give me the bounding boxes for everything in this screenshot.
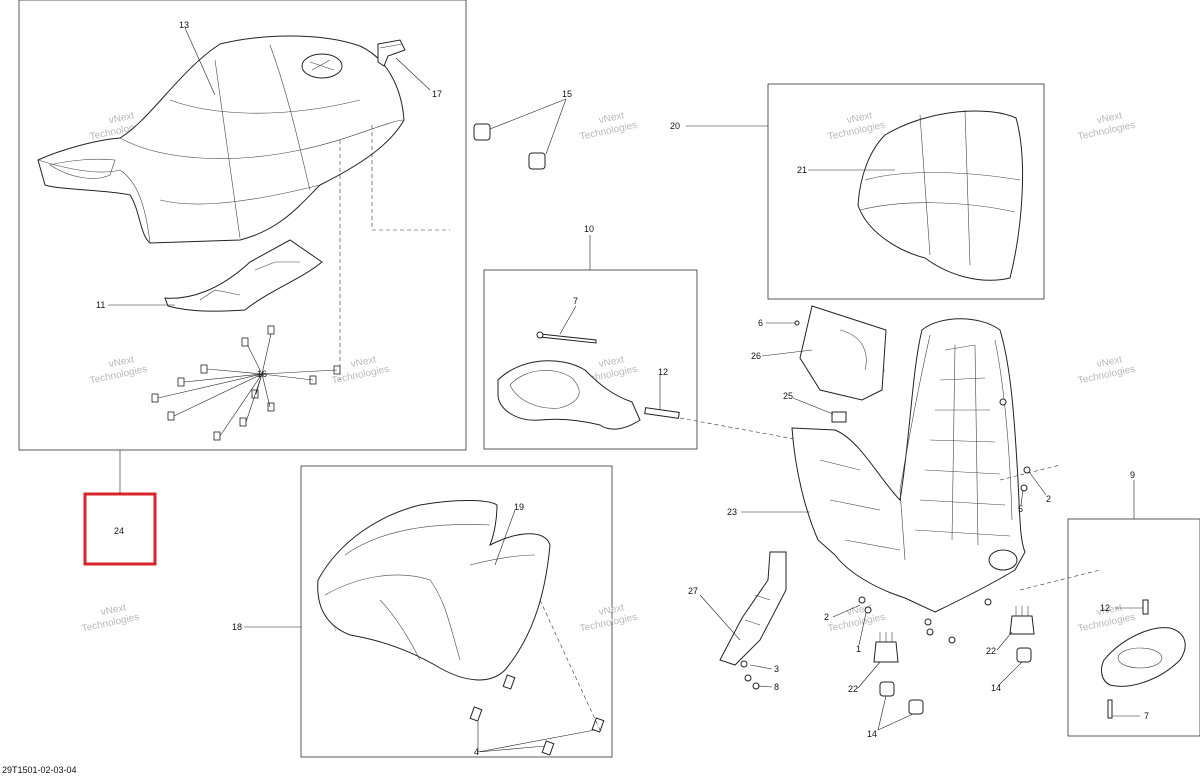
handle-group-frame (483, 269, 698, 450)
wm-3-l1: vNext (598, 110, 626, 126)
wm-4-l1: vNext (846, 110, 874, 126)
belt-part-27[interactable] (719, 551, 787, 666)
backrest-group-frame (767, 83, 1045, 300)
pad-part-11[interactable] (164, 239, 323, 312)
callout-12-footrest: 12 (1100, 603, 1110, 613)
callout-12-handle: 12 (658, 367, 668, 377)
callout-14-right: 14 (991, 683, 1001, 693)
pin-part-7[interactable] (536, 331, 597, 344)
callout-25: 25 (783, 391, 793, 401)
callout-27: 27 (688, 586, 698, 596)
seat-dash-leader (371, 125, 450, 231)
callout-18: 18 (232, 622, 242, 632)
callout-20: 20 (670, 121, 680, 131)
callout-17: 17 (432, 89, 442, 99)
screw-part-6[interactable] (794, 320, 800, 326)
callout-7-handle: 7 (573, 296, 578, 306)
latch-part-17[interactable] (377, 39, 406, 67)
callout-19: 19 (514, 502, 524, 512)
callout-11: 11 (96, 300, 105, 310)
callout-10: 10 (584, 224, 594, 234)
callout-24: 24 (114, 526, 124, 536)
footrest-part-9[interactable] (1101, 599, 1186, 719)
wm-15-l1: vNext (1096, 602, 1124, 618)
callout-16: 16 (257, 369, 267, 379)
mount-part-22a[interactable] (873, 632, 899, 663)
callout-leaders (108, 27, 1143, 731)
wm-10-l1: vNext (1096, 354, 1124, 370)
callout-21: 21 (797, 165, 807, 175)
rod-part-12[interactable] (644, 407, 680, 419)
callout-7-footrest: 7 (1144, 711, 1149, 721)
callout-labels: 13 17 15 20 21 11 16 10 7 12 6 26 25 23 … (96, 20, 1149, 757)
callout-23: 23 (727, 507, 737, 517)
wm-11-l1: vNext (100, 602, 128, 618)
wm-14-l1: vNext (846, 602, 874, 618)
wm-1-l1: vNext (108, 110, 136, 126)
seat-group-frame (18, 0, 467, 451)
pseat-dash-leader (539, 599, 601, 731)
passenger-seat-frame (300, 465, 613, 758)
seat-frame-part-23[interactable] (791, 318, 1026, 613)
callout-15: 15 (562, 89, 572, 99)
callout-1: 1 (856, 644, 861, 654)
wm-7-l1: vNext (350, 354, 378, 370)
mount-part-22b[interactable] (1009, 606, 1035, 635)
passenger-seat-part-19[interactable] (317, 499, 551, 681)
drawing-code: 29T1501-02-03-04 (2, 765, 77, 775)
grommets-part-16[interactable] (151, 325, 341, 441)
callout-26: 26 (751, 351, 761, 361)
frame-dash-leader (999, 464, 1101, 591)
callout-22-left: 22 (848, 684, 858, 694)
callout-5: 5 (1018, 504, 1023, 514)
callout-9: 9 (1130, 470, 1135, 480)
callout-14-left: 14 (867, 729, 877, 739)
callout-13: 13 (179, 20, 189, 30)
foot-part-14b[interactable] (1016, 647, 1032, 663)
callout-4: 4 (474, 747, 479, 757)
wm-5-l1: vNext (1096, 110, 1124, 126)
fasteners-part-4[interactable] (469, 674, 605, 756)
callout-22-right: 22 (986, 646, 996, 656)
bracket-part-26[interactable] (799, 305, 887, 401)
backrest-part-21[interactable] (857, 109, 1024, 281)
callout-8: 8 (774, 682, 779, 692)
callout-2-legs: 2 (824, 612, 829, 622)
bumpers-part-15[interactable] (473, 98, 567, 170)
callout-3: 3 (774, 664, 779, 674)
clip-part-25[interactable] (831, 411, 847, 423)
wm-13-l1: vNext (598, 602, 626, 618)
callout-2-frame: 2 (1046, 494, 1051, 504)
screws-part-1-2[interactable] (858, 398, 1031, 644)
callout-6: 6 (758, 318, 763, 328)
foot-part-14a[interactable] (879, 681, 924, 715)
washers-parts-3-8[interactable] (740, 660, 760, 690)
wm-8-l1: vNext (598, 354, 626, 370)
seat-part-13[interactable] (37, 35, 405, 244)
handle-part[interactable] (497, 360, 641, 430)
wm-6-l1: vNext (108, 354, 136, 370)
handle-dash-leader (679, 417, 801, 441)
